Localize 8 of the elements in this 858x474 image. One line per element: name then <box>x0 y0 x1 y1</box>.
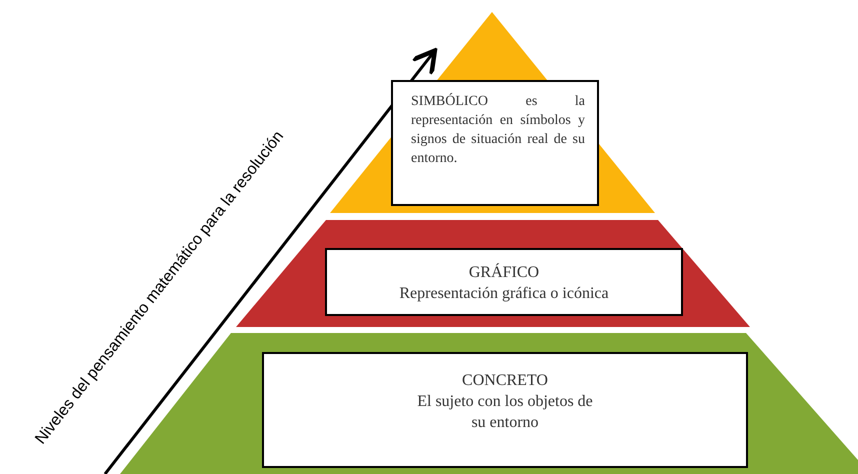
level-description: Representación gráfica o icónica <box>398 284 610 304</box>
level-text-box <box>391 80 599 206</box>
level-description: El sujeto con los objetos de su entorno <box>416 392 594 433</box>
level-text-box <box>325 248 683 316</box>
level-text-box <box>262 352 748 468</box>
level-description: SIMBÓLICO es la representación en símbolos y signos de situación real de su entorno. <box>411 92 585 168</box>
level-title: GRÁFICO <box>468 262 540 283</box>
level-title: CONCRETO <box>461 371 549 391</box>
